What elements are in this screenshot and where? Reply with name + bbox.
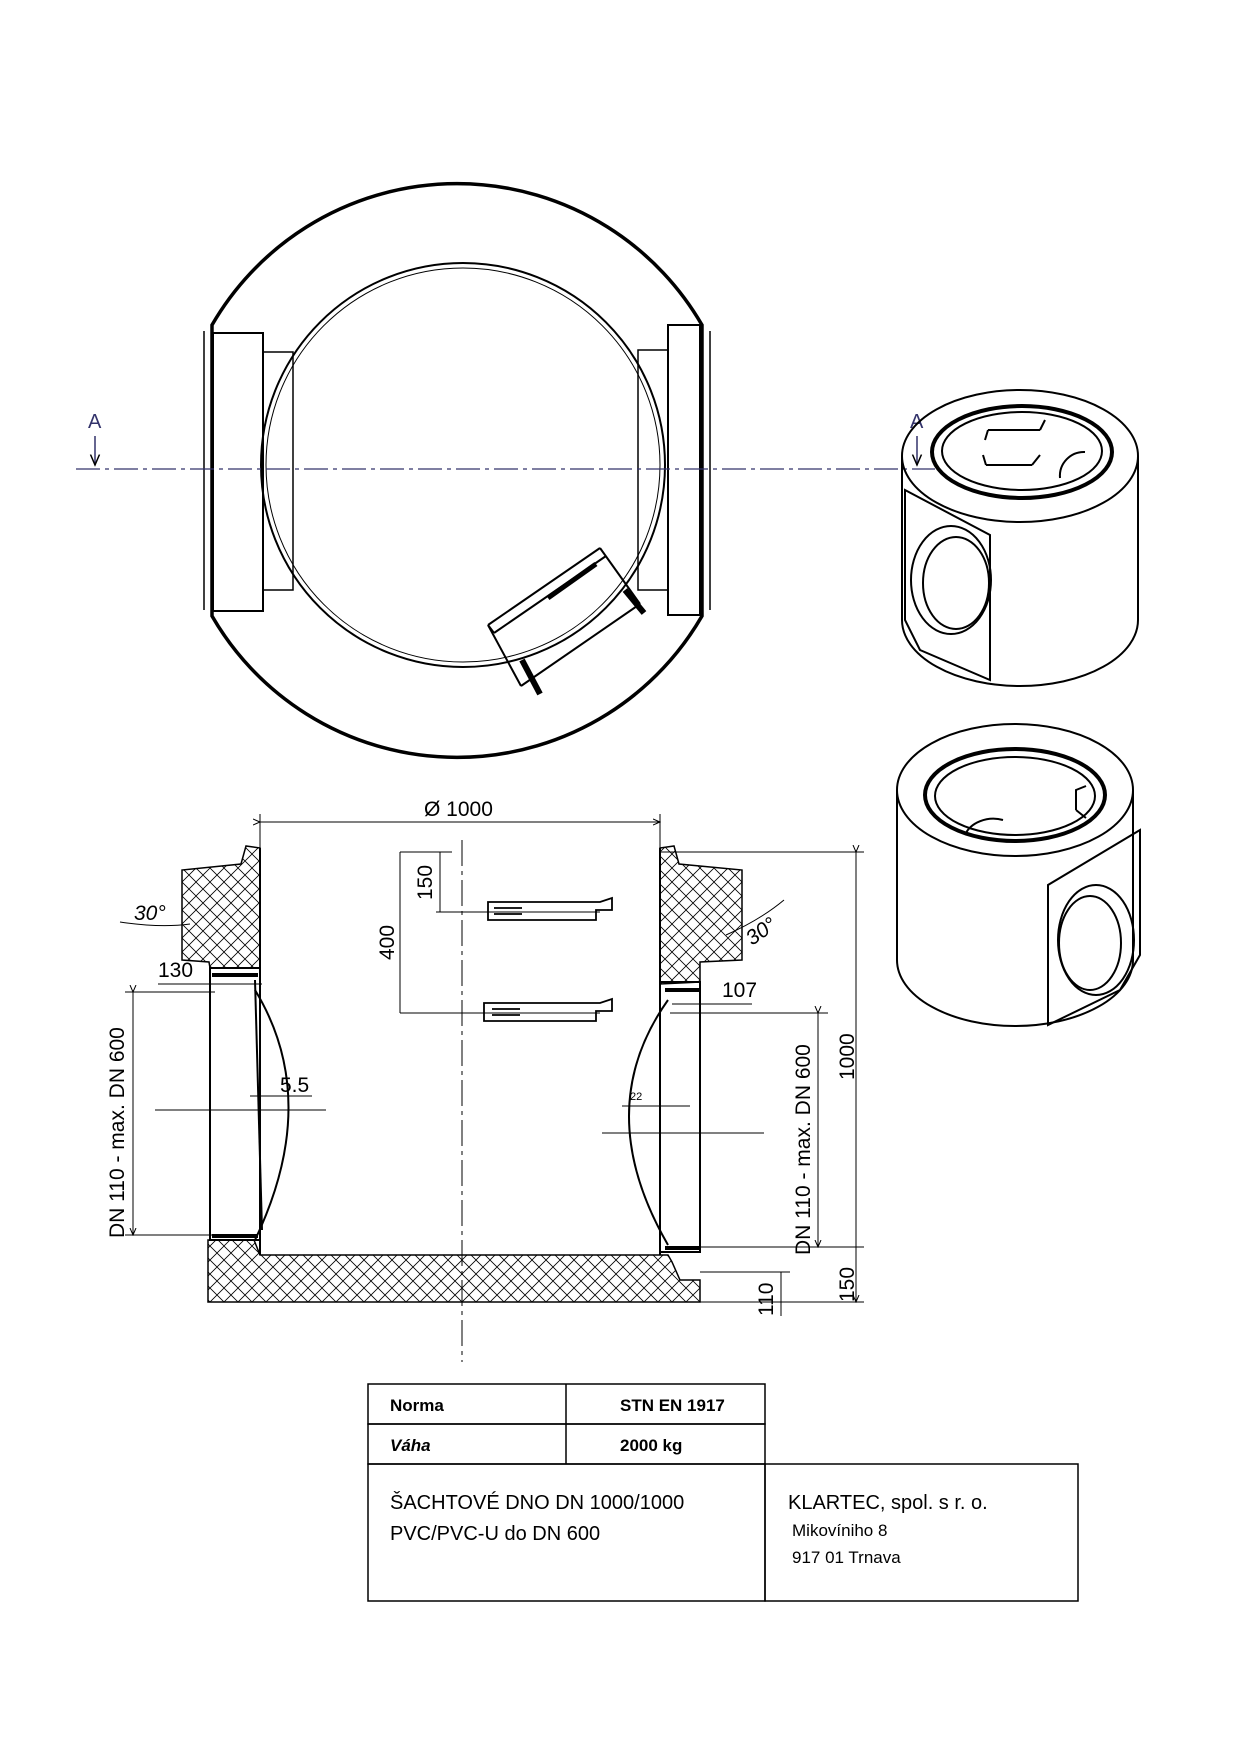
product-line2: PVC/PVC-U do DN 600 <box>390 1523 600 1545</box>
dimension-lines <box>119 814 864 1316</box>
title-block <box>367 1383 1079 1602</box>
dim-wall-left: 130 <box>158 959 193 982</box>
norm-label: Norma <box>390 1396 444 1415</box>
weight-label: Váha <box>390 1436 431 1455</box>
dim-wall-right: 107 <box>722 979 757 1002</box>
step-iron-lower <box>483 997 613 1022</box>
dim-bottom-pipe: 110 <box>755 1283 778 1316</box>
section-line: A A <box>76 411 935 470</box>
product-line1: ŠACHTOVÉ DNO DN 1000/1000 <box>390 1491 684 1514</box>
norm-value: STN EN 1917 <box>620 1396 725 1415</box>
plan-outer-shell <box>210 181 704 760</box>
left-wall <box>181 845 261 969</box>
company-name: KLARTEC, spol. s r. o. <box>788 1492 988 1514</box>
dim-step-spacing: 400 <box>376 925 399 960</box>
title-block-text: Norma STN EN 1917 Váha 2000 kg ŠACHTOVÉ … <box>390 1396 988 1567</box>
address-street: Mikovíniho 8 <box>792 1521 887 1540</box>
section-view <box>155 840 764 1362</box>
dim-gap-left: 5.5 <box>280 1074 309 1097</box>
dim-bottom-thickness: 150 <box>836 1267 859 1302</box>
dimension-texts: Ø 1000 150 400 30° 30° 130 107 DN 110 - … <box>106 798 859 1316</box>
plan-right-socket <box>667 324 701 616</box>
right-wall <box>659 845 743 985</box>
dim-gap-right: 22 <box>630 1091 642 1103</box>
dim-height: 1000 <box>836 1033 859 1080</box>
dim-diameter: Ø 1000 <box>424 798 493 821</box>
weight-value: 2000 kg <box>620 1436 682 1455</box>
plan-step-iron <box>487 547 647 696</box>
plan-inner-circle <box>260 262 666 668</box>
dim-angle-left: 30° <box>134 902 166 925</box>
step-iron-upper <box>487 896 613 921</box>
dim-pipe-right: DN 110 - max. DN 600 <box>792 1044 815 1255</box>
plan-view <box>203 181 711 760</box>
section-mark-left: A <box>88 411 102 433</box>
right-pipe <box>659 981 701 1253</box>
iso-view-back <box>896 723 1141 1027</box>
dim-angle-right: 30° <box>742 913 781 950</box>
dim-pipe-left: DN 110 - max. DN 600 <box>106 1027 129 1238</box>
iso-view-front <box>901 389 1139 687</box>
bottom-slab <box>207 1239 701 1303</box>
plan-left-socket <box>212 332 264 612</box>
left-pipe <box>209 967 261 1241</box>
dim-top-offset: 150 <box>414 865 437 900</box>
address-city: 917 01 Trnava <box>792 1548 901 1567</box>
